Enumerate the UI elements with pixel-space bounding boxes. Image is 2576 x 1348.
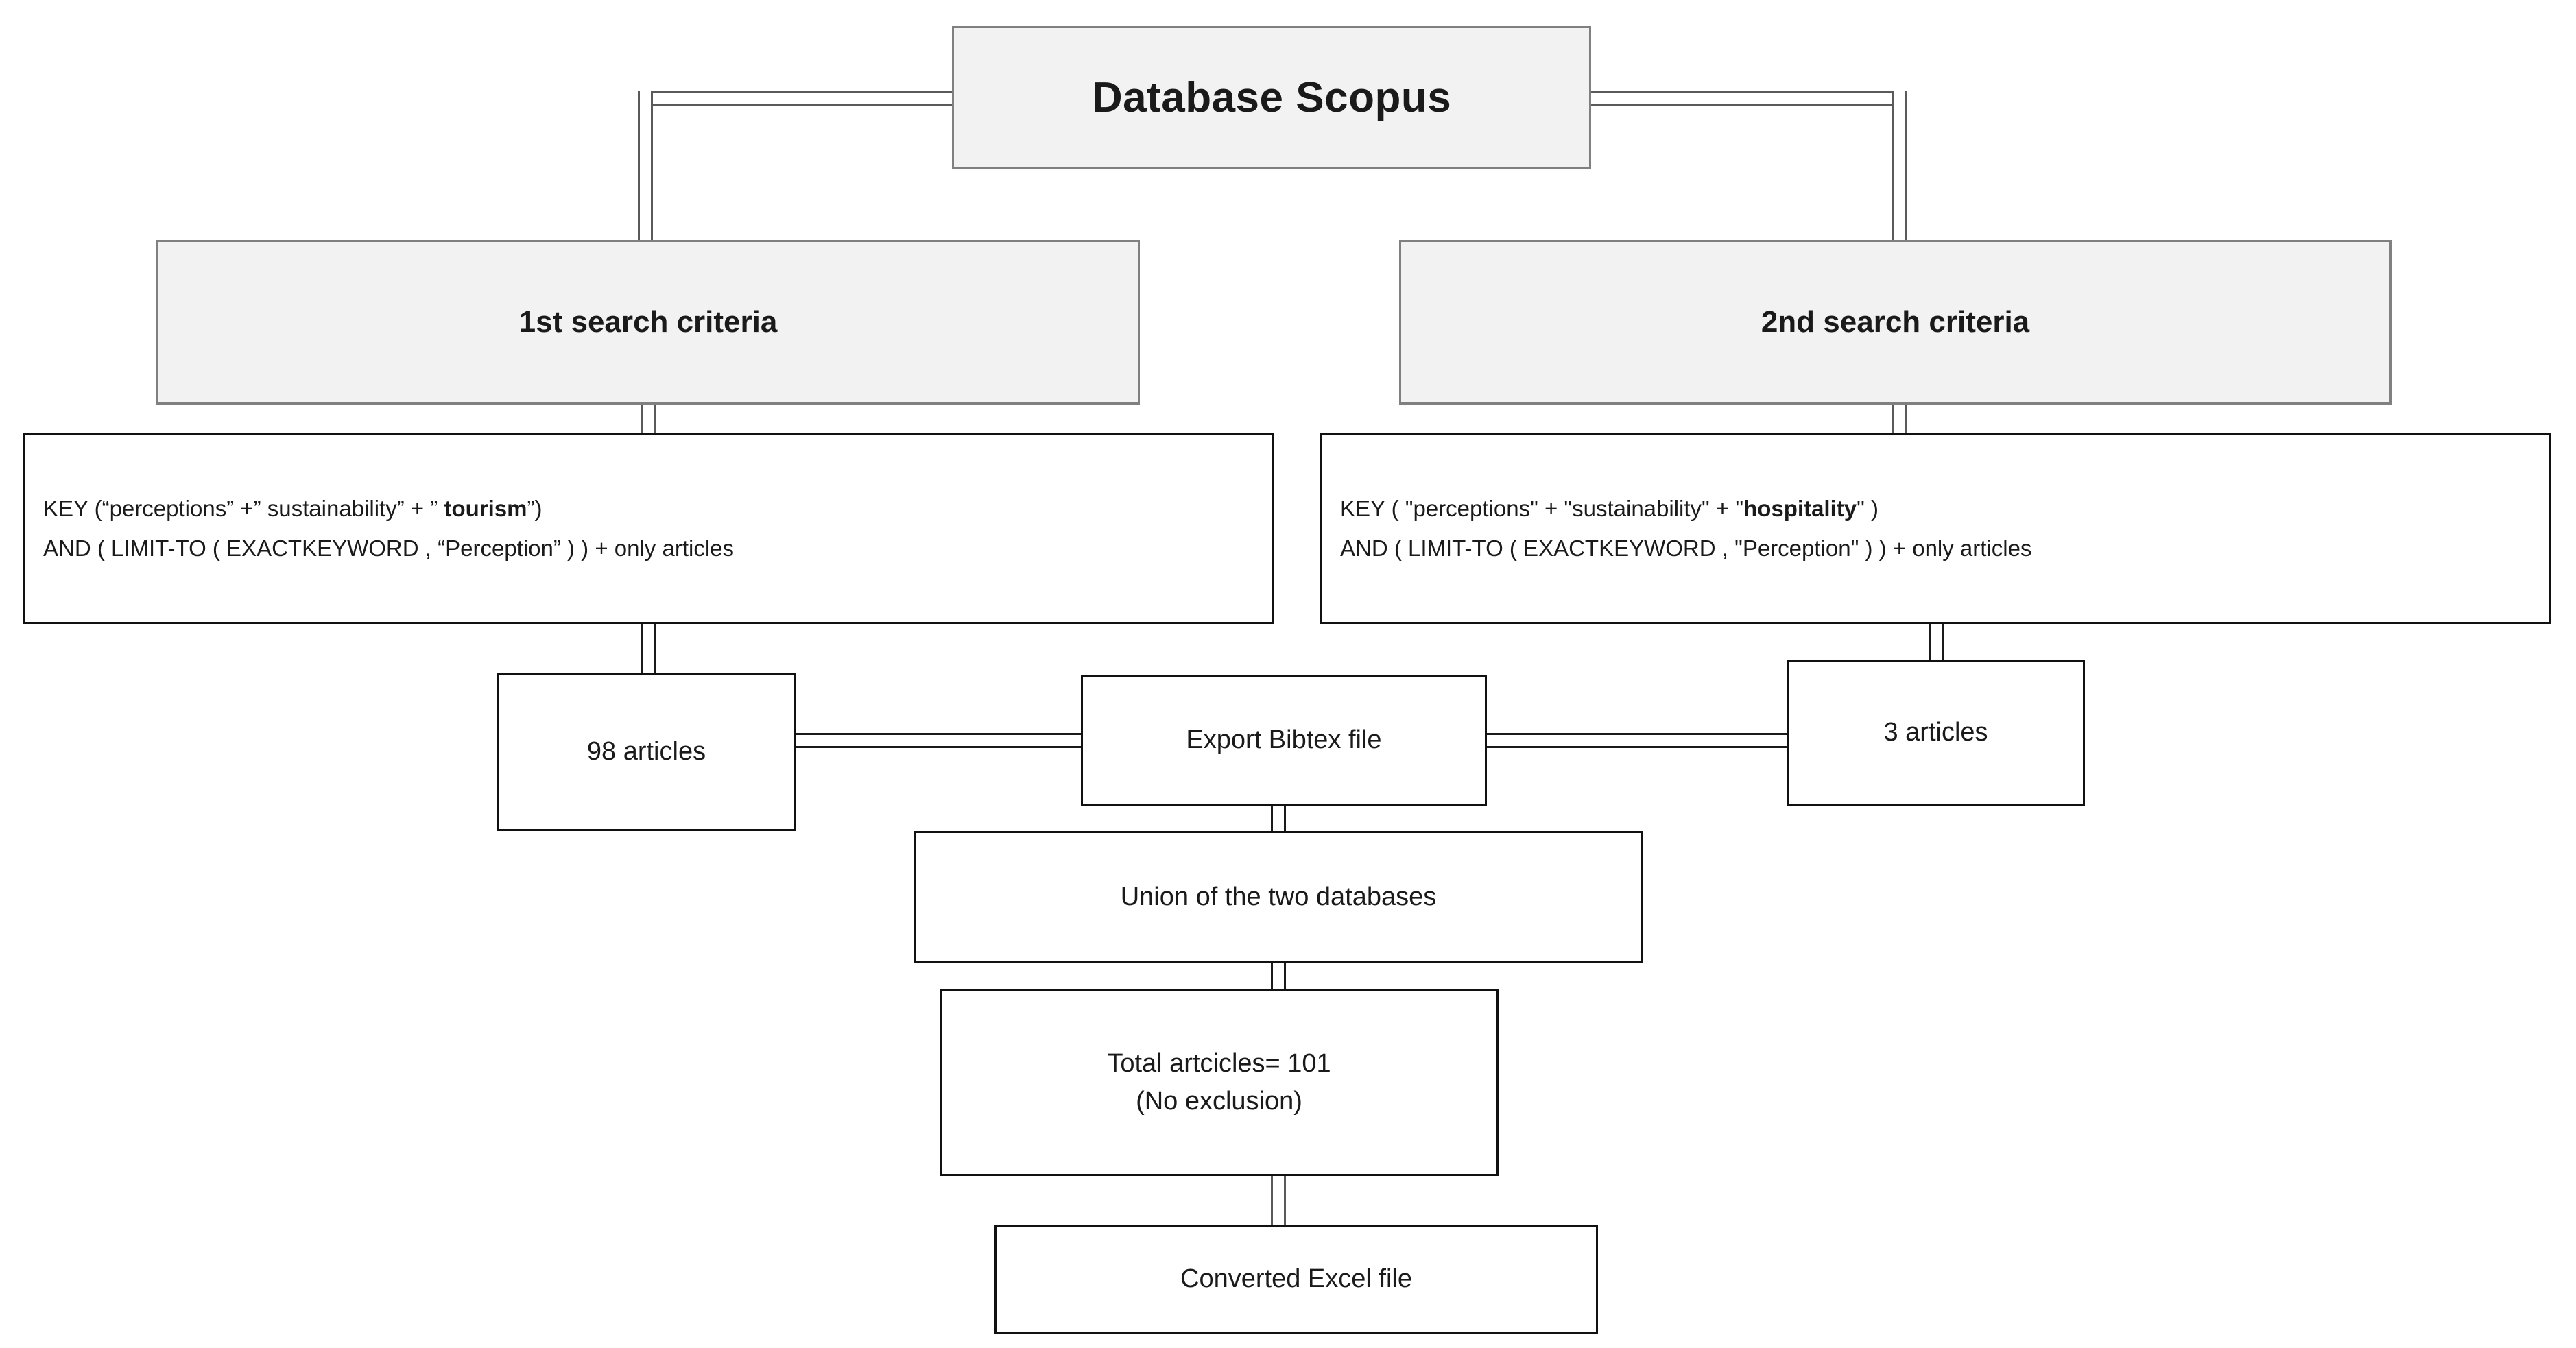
query-2-line1-bold: hospitality [1743,496,1857,522]
node-export-bibtex-label: Export Bibtex file [1186,725,1382,755]
connector-export-to-union [1271,800,1286,838]
node-criteria-1-label: 1st search criteria [518,305,778,339]
node-union-label: Union of the two databases [1120,882,1437,911]
node-union[interactable]: Union of the two databases [914,831,1643,963]
node-query-1-text: KEY (“perceptions” +” sustainability” + … [25,489,1272,568]
query-1-line1-bold: tourism [444,496,527,522]
node-converted-excel-label: Converted Excel file [1180,1264,1412,1293]
query-2-line1-pre: KEY ( "perceptions" + "sustainability" +… [1340,496,1744,522]
connector-scopus-to-right-vertical [1892,91,1907,245]
node-query-1[interactable]: KEY (“perceptions” +” sustainability” + … [23,433,1274,624]
connector-union-to-total [1271,959,1286,996]
node-criteria-2[interactable]: 2nd search criteria [1399,240,2392,405]
node-total-articles[interactable]: Total artcicles= 101 (No exclusion) [940,989,1499,1176]
node-query-2[interactable]: KEY ( "perceptions" + "sustainability" +… [1320,433,2551,624]
node-converted-excel[interactable]: Converted Excel file [994,1225,1598,1334]
connector-query1-to-results1 [641,618,656,679]
connector-scopus-to-left-horizontal [638,91,960,106]
node-criteria-2-label: 2nd search criteria [1761,305,2030,339]
node-database-scopus[interactable]: Database Scopus [952,26,1591,169]
connector-scopus-to-right-horizontal [1584,91,1907,106]
query-1-line1-pre: KEY (“perceptions” +” sustainability” + … [43,496,444,522]
node-database-scopus-label: Database Scopus [1091,73,1452,121]
connector-results1-to-export [790,733,1086,748]
node-results-2[interactable]: 3 articles [1787,660,2085,806]
node-results-2-label: 3 articles [1883,717,1988,747]
query-1-line1-post: ”) [527,496,542,522]
connector-export-to-results2 [1481,733,1791,748]
node-query-2-text: KEY ( "perceptions" + "sustainability" +… [1322,489,2549,568]
query-1-line2: AND ( LIMIT-TO ( EXACTKEYWORD , “Percept… [43,535,734,561]
connector-total-to-converted [1271,1171,1286,1231]
node-criteria-1[interactable]: 1st search criteria [156,240,1140,405]
connector-query2-to-results2 [1929,618,1944,665]
node-results-1-label: 98 articles [586,737,706,767]
query-2-line2: AND ( LIMIT-TO ( EXACTKEYWORD , "Percept… [1340,535,2032,561]
connector-criteria2-to-query2 [1892,399,1907,440]
query-2-line1-post: " ) [1857,496,1879,522]
connector-criteria1-to-query1 [641,399,656,440]
connector-scopus-to-left-vertical [638,91,653,245]
node-results-1[interactable]: 98 articles [497,673,796,831]
node-export-bibtex[interactable]: Export Bibtex file [1081,675,1487,806]
node-total-articles-label: Total artcicles= 101 (No exclusion) [1107,1048,1331,1116]
